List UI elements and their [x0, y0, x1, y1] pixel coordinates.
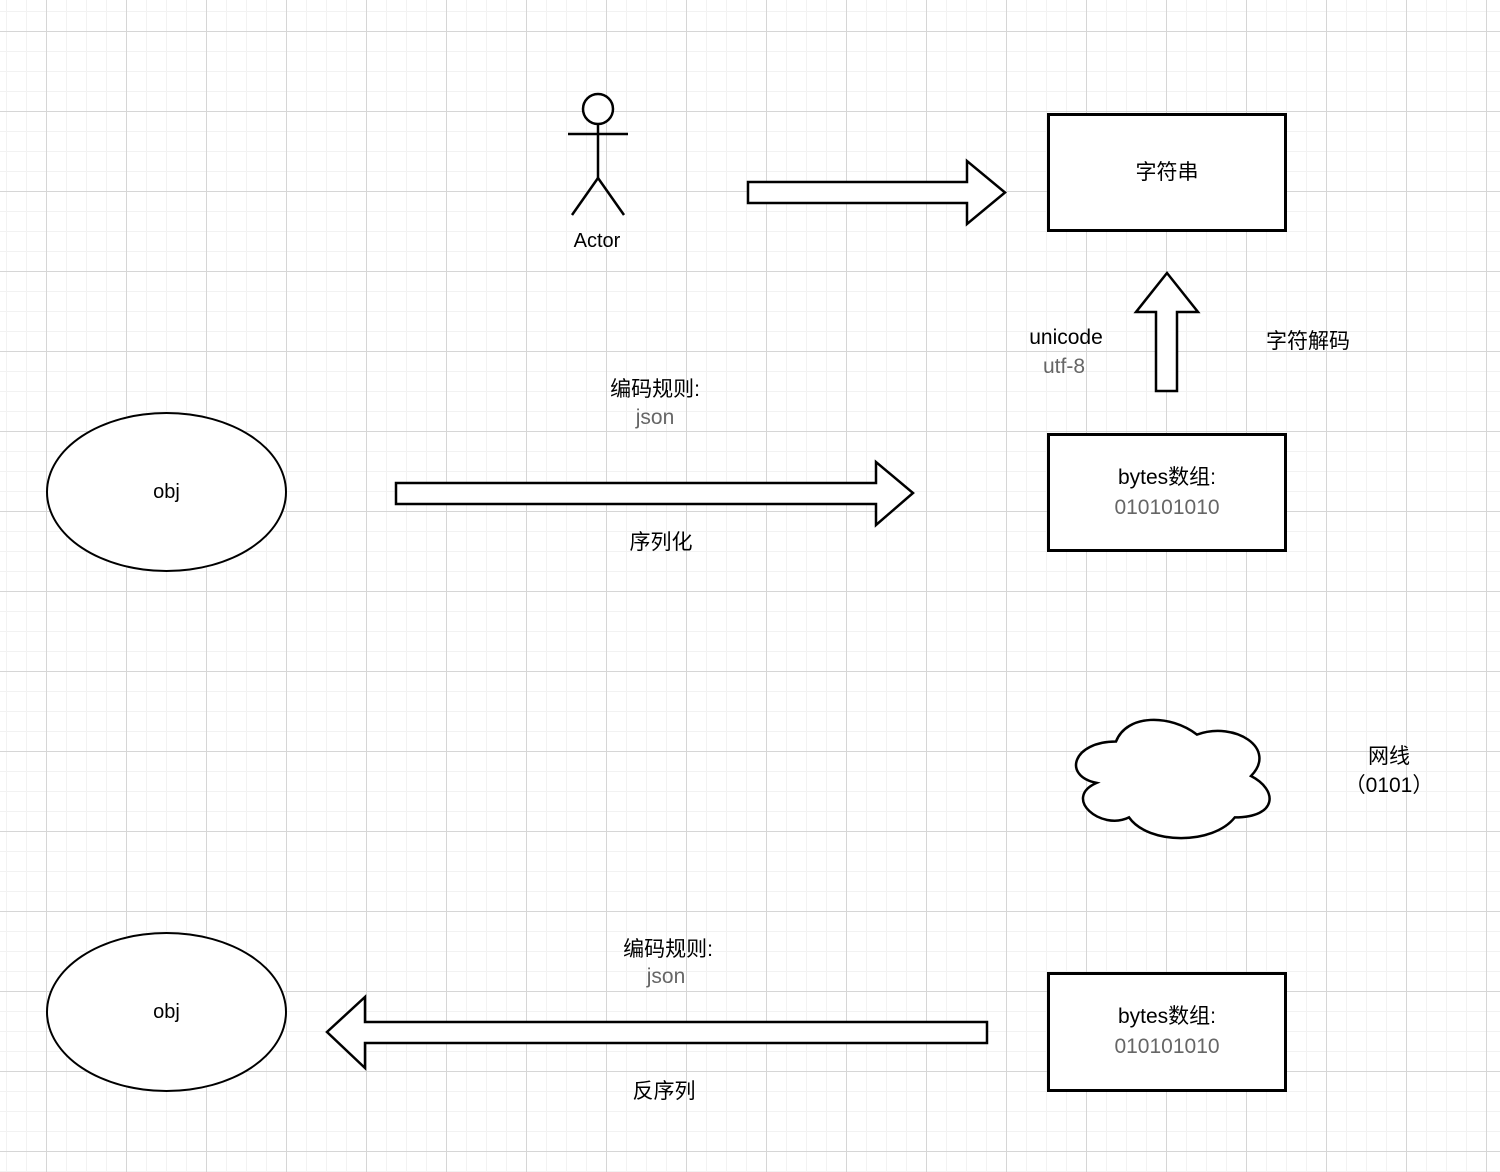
bytes-box-top-title: bytes数组: [1117, 465, 1217, 489]
obj-ellipse-bottom-label: obj [153, 1001, 180, 1023]
deserialize-rule-value[interactable]: json [646, 965, 686, 988]
bytes-box-bottom-title: bytes数组: [1117, 1005, 1217, 1028]
serialize-arrow[interactable] [394, 459, 915, 528]
deserialize-arrow[interactable] [325, 994, 989, 1071]
network-cloud-shape[interactable] [1074, 718, 1271, 840]
bytes-box-bottom-value: 010101010 [1114, 1035, 1220, 1058]
actor-label[interactable]: Actor [573, 230, 621, 252]
string-box-label: 字符串 [1135, 160, 1199, 184]
actor-to-string-arrow[interactable] [746, 158, 1007, 227]
deserialize-action-label[interactable]: 反序列 [632, 1080, 696, 1103]
obj-ellipse-top[interactable]: obj [46, 412, 287, 572]
bytes-box-bottom[interactable]: bytes数组: 010101010 [1047, 972, 1287, 1092]
obj-ellipse-bottom[interactable]: obj [46, 932, 287, 1092]
decode-action-label[interactable]: 字符解码 [1266, 330, 1350, 353]
obj-ellipse-top-label: obj [153, 481, 180, 503]
serialize-action-label[interactable]: 序列化 [629, 531, 693, 554]
serialize-rule-value[interactable]: json [635, 406, 675, 429]
decode-up-arrow[interactable] [1133, 270, 1201, 393]
network-label-line2[interactable]: （0101） [1344, 774, 1434, 797]
string-box[interactable]: 字符串 [1047, 113, 1287, 232]
bytes-box-top-value: 010101010 [1114, 495, 1220, 519]
decode-method-sublabel[interactable]: utf-8 [1042, 355, 1086, 378]
decode-method-label[interactable]: unicode [1029, 326, 1103, 349]
serialize-rule-title[interactable]: 编码规则: [610, 378, 700, 401]
actor-shape[interactable] [568, 92, 628, 216]
deserialize-rule-title[interactable]: 编码规则: [623, 938, 713, 961]
bytes-box-top[interactable]: bytes数组: 010101010 [1047, 433, 1287, 552]
network-label-line1[interactable]: 网线 [1368, 745, 1410, 768]
